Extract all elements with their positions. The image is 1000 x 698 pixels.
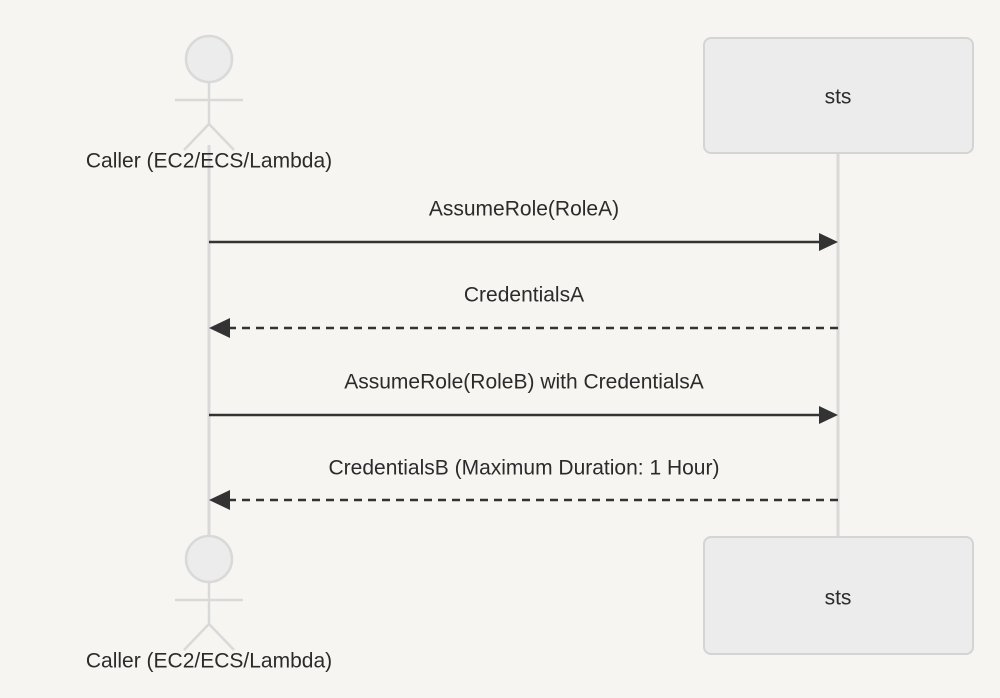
message-arrowhead-2 (209, 318, 230, 338)
message-arrowhead-1 (819, 233, 838, 251)
participant-label-caller-bottom: Caller (EC2/ECS/Lambda) (86, 650, 332, 673)
message-label-3: AssumeRole(RoleB) with CredentialsA (344, 371, 703, 394)
message-label-4: CredentialsB (Maximum Duration: 1 Hour) (329, 457, 720, 480)
message-label-2: CredentialsA (464, 284, 584, 307)
participant-box-sts-bottom[interactable] (703, 536, 974, 655)
actor-leg-left-icon (183, 623, 210, 651)
actor-leg-right-icon (208, 123, 235, 151)
message-arrowhead-4 (209, 490, 230, 510)
actor-leg-left-icon (183, 123, 210, 151)
participant-label-sts-bottom: sts (825, 587, 852, 610)
participant-sts-bottom[interactable]: sts (703, 536, 974, 655)
participant-sts-top[interactable]: sts (703, 37, 974, 154)
participant-label-caller-top: Caller (EC2/ECS/Lambda) (86, 150, 332, 173)
participant-caller-top[interactable]: Caller (EC2/ECS/Lambda) (86, 34, 332, 173)
participant-label-sts-top: sts (825, 86, 852, 109)
message-label-1: AssumeRole(RoleA) (429, 198, 619, 221)
actor-head-icon (184, 534, 234, 584)
message-2: CredentialsA (209, 284, 838, 338)
participant-box-sts-top[interactable] (703, 37, 974, 154)
lifelines-layer (207, 145, 840, 545)
message-arrowhead-3 (819, 406, 838, 424)
actor-leg-right-icon (208, 623, 235, 651)
participant-caller-bottom[interactable]: Caller (EC2/ECS/Lambda) (86, 534, 332, 673)
message-4: CredentialsB (Maximum Duration: 1 Hour) (209, 457, 838, 510)
message-3: AssumeRole(RoleB) with CredentialsA (209, 371, 838, 424)
message-1: AssumeRole(RoleA) (209, 198, 838, 251)
actor-head-icon (184, 34, 234, 84)
